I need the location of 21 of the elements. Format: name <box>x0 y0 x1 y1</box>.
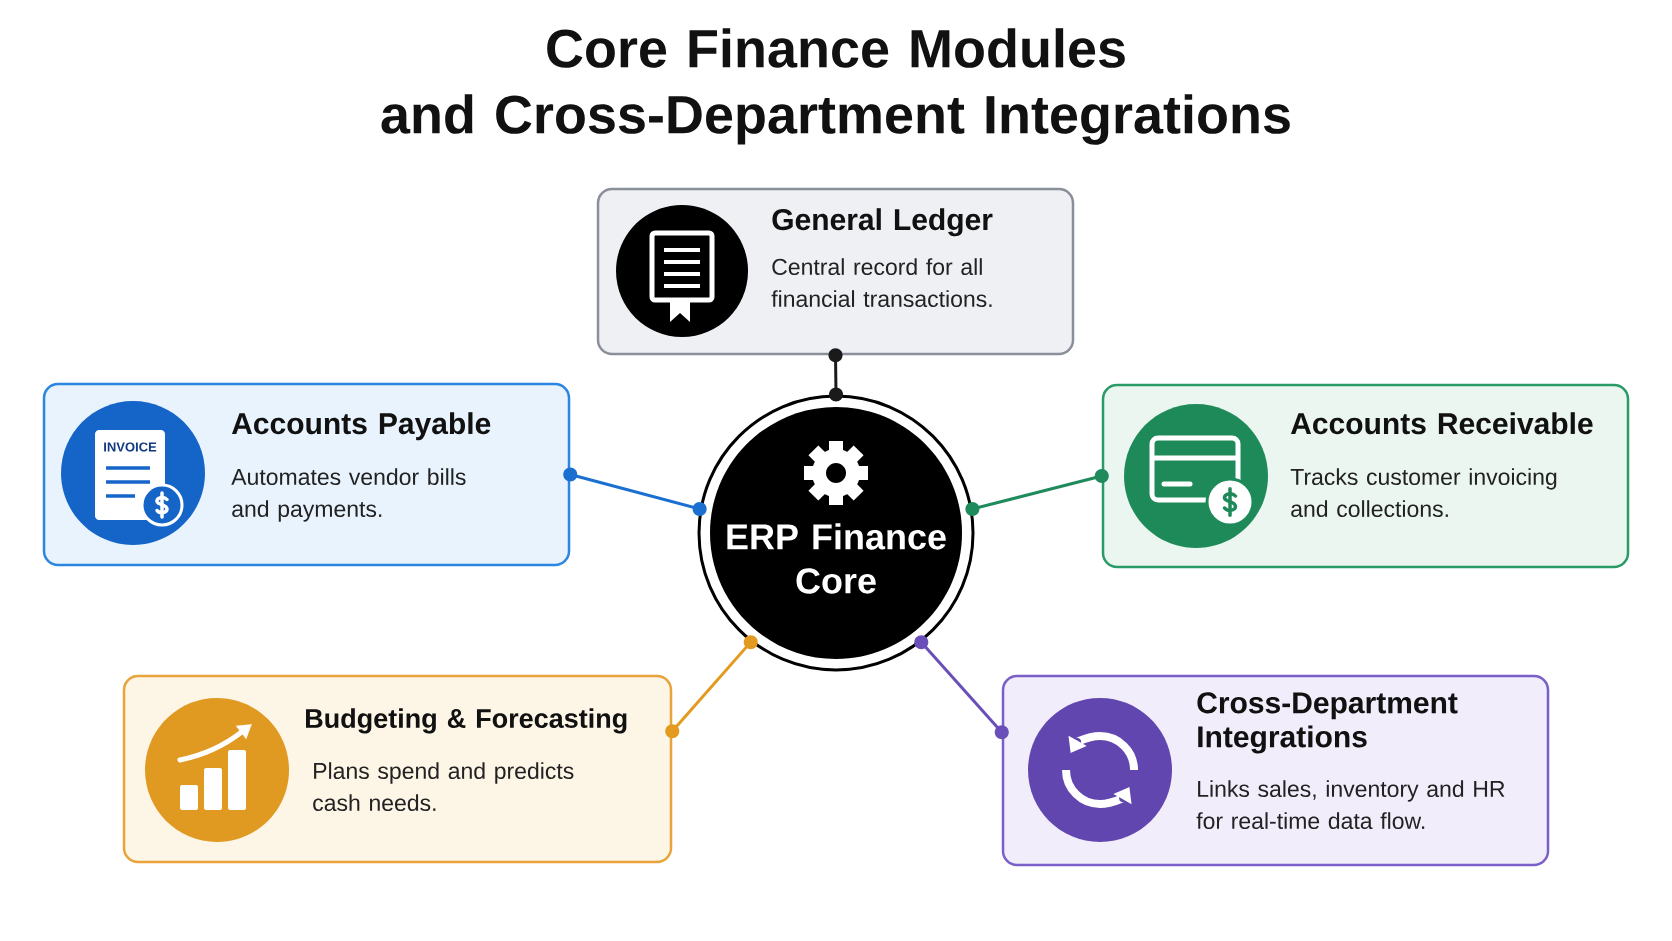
card-description: Automates vendor bills and payments. <box>231 468 466 522</box>
card-description: Tracks customer invoicing and collections. <box>1290 468 1557 518</box>
module-card <box>1001 674 1550 867</box>
card-title: Accounts Receivable <box>1290 412 1593 435</box>
module-card <box>42 382 571 567</box>
title: Core Finance Modules and Cross-Department Integrations <box>381 28 1290 145</box>
connector <box>965 469 1109 516</box>
card-title: Budgeting & Forecasting <box>306 708 627 734</box>
card-description: Central record for all financial transactions. <box>771 258 992 308</box>
connector <box>914 635 1009 740</box>
module-card <box>596 187 1075 356</box>
connector <box>828 348 843 402</box>
card-title: General Ledger <box>772 208 993 237</box>
connector <box>563 467 707 516</box>
card-title: Cross-Department Integrations <box>1197 692 1458 754</box>
module-card <box>1101 383 1630 569</box>
module-card <box>122 674 673 864</box>
card-title: Accounts Payable <box>231 412 491 441</box>
card-description: Links sales, inventory and HR for real-time data flow. <box>1196 780 1505 830</box>
connector <box>665 635 758 739</box>
card-description: Plans spend and predicts cash needs. <box>313 762 574 812</box>
